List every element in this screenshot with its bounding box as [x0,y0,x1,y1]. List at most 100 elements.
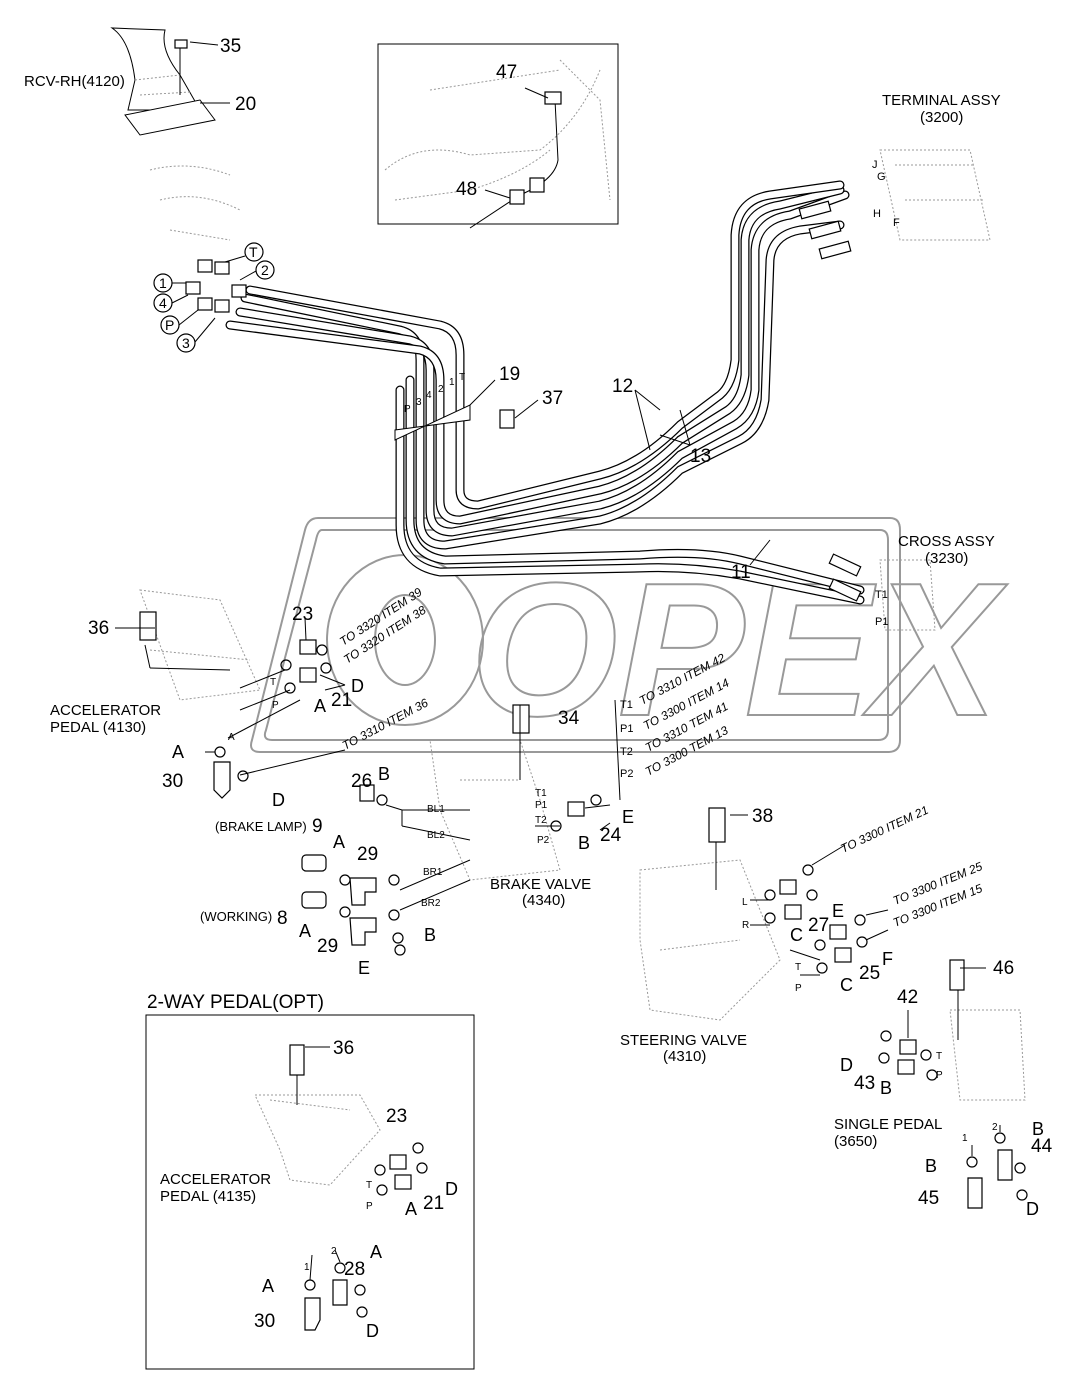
plug-26 [359,784,375,802]
letter-a-2w-left: A [262,1276,274,1296]
letter-b-29: B [424,925,436,945]
letter-a-9: A [333,832,345,852]
tag-j: J [872,159,878,171]
port-3: 3 [182,335,190,351]
label-steering-valve: STEERING VALVE [620,1032,747,1049]
label-rcv-rh: RCV-RH(4120) [24,73,125,90]
label-accel-pedal-code: PEDAL (4130) [50,719,146,736]
part-21b: 21 [423,1193,444,1214]
elbow-45 [967,1177,983,1209]
circled-ports [153,242,275,353]
letter-d-sp: D [840,1055,853,1075]
tag-sp-2: 2 [992,1122,998,1133]
tag-sv-l: L [742,897,748,908]
two-way-pedal-box [145,1014,475,1370]
letter-e-24: E [622,807,634,827]
bolt-46 [949,959,965,991]
part-44: 44 [1031,1136,1053,1157]
tag-sp-1: 1 [962,1133,968,1144]
part-13: 13 [690,446,711,467]
letter-b-sp1: B [880,1078,892,1098]
fitting-24 [567,801,585,817]
tag-bl2: BL2 [427,830,445,841]
letter-a-left: A [172,742,184,762]
rcv-fittings [185,259,247,313]
letter-b-26: B [378,764,390,784]
part-19: 19 [499,364,520,385]
part-28: 28 [344,1259,365,1280]
letter-b-sp3: B [925,1156,937,1176]
tag-pipe-p: P [404,404,411,415]
part-29a: 29 [357,844,378,865]
letter-b-24: B [578,833,590,853]
label-steering-valve-code: (4310) [663,1048,706,1065]
fitting-23b [299,667,317,683]
tag-bv-t1: T1 [535,788,547,799]
letter-c-sv1: C [790,925,803,945]
label-accel-pedal: ACCELERATOR [50,702,161,719]
tag-sp-t: T [936,1051,942,1062]
label-brake-lamp: (BRAKE LAMP) [215,819,307,834]
letter-d-2w: D [445,1179,458,1199]
tag-pipe-3: 3 [416,397,422,408]
tag-pipe-1: 1 [449,377,455,388]
fitting-23a [299,639,317,655]
tag-pipe-4: 4 [426,390,432,401]
label-terminal-assy: TERMINAL ASSY [882,92,1001,109]
part-42: 42 [897,987,918,1008]
part-26: 26 [351,771,372,792]
part-8: 8 [277,908,288,929]
part-20: 20 [235,94,256,115]
part-11: 11 [731,562,751,583]
bolt-36b [289,1044,305,1076]
bolt-34 [512,704,530,734]
tag-br2: BR2 [421,898,441,909]
part-23: 23 [292,604,313,625]
port-1: 1 [159,275,167,291]
label-brake-valve-code: (4340) [522,892,565,909]
letter-d-accel: D [351,676,364,696]
letter-d-2w-bot: D [366,1321,379,1341]
tag-br1: BR1 [423,867,443,878]
leader-lines [115,41,1001,1281]
tag-accel-p: P [272,700,279,711]
tag-note-p2: P2 [620,768,633,780]
elbow-30b [304,1297,321,1331]
tag-t1: T1 [875,589,888,601]
part-34: 34 [558,708,580,729]
elbow-28 [332,1279,348,1306]
elbow-44 [997,1149,1013,1181]
part-45: 45 [918,1188,939,1209]
label-cross-assy: CROSS ASSY [898,533,995,550]
bolt-38 [708,807,726,843]
tag-bv-p2: P2 [537,835,550,846]
letter-a-2w-top: A [370,1242,382,1262]
part-35: 35 [220,36,241,57]
letter-a-2w: A [405,1199,417,1219]
part-12: 12 [612,376,633,397]
part-36b: 36 [333,1038,354,1059]
tag-sv-t: T [795,962,801,973]
letter-d-sp2: D [1026,1199,1039,1219]
bolt-37 [499,409,515,429]
port-t: T [249,244,258,260]
letter-c-sv2: C [840,975,853,995]
label-terminal-code: (3200) [920,109,963,126]
detail-inset [377,43,619,225]
tag-note-p1: P1 [620,723,633,735]
letter-e-29: E [358,958,370,978]
part-30b: 30 [254,1311,275,1332]
part-48: 48 [456,179,477,200]
part-47-clip [544,91,562,105]
label-single-pedal: SINGLE PEDAL [834,1116,942,1133]
letter-a-accel: A [314,696,326,716]
tag-accel-a: A [228,732,235,743]
tee-29b [349,917,377,946]
port-4: 4 [159,295,167,311]
letter-b-sp2: B [1032,1119,1044,1139]
tag-2w-1: 1 [304,1262,310,1273]
letter-d-30: D [272,790,285,810]
letter-f-sv: F [882,949,893,969]
